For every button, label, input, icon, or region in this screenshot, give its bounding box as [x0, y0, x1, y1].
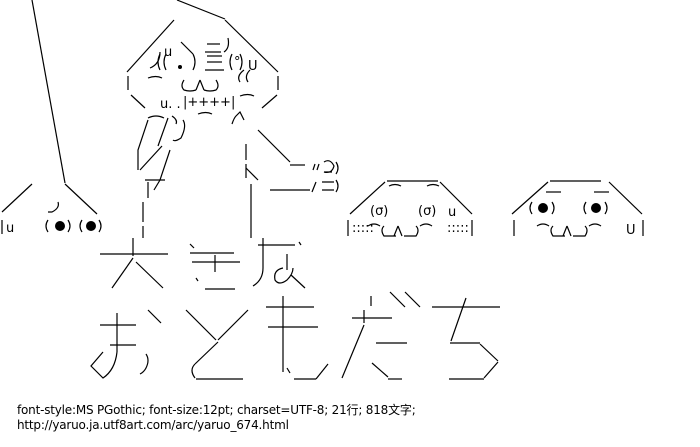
svg-text:°: ° [234, 55, 241, 70]
title-line-2-art [90, 291, 500, 380]
meta-caption: font-style:MS PGothic; font-size:12pt; c… [17, 403, 416, 417]
big-character-head: u U ° u. . |++++| [126, 0, 279, 112]
sweat-mark-right: U [248, 59, 258, 74]
sweat-mark: U [626, 223, 636, 238]
small-face-middle: (σ) (σ) u ::::: ::::: [347, 180, 473, 237]
svg-text::::::: ::::: [447, 221, 469, 236]
svg-text:(σ): (σ) [370, 204, 388, 219]
title-line-1-art [100, 238, 306, 290]
sweat-mark-left: u [164, 45, 172, 60]
svg-text:(σ): (σ) [418, 204, 436, 219]
small-face-left: u [1, 0, 102, 236]
svg-text::::::: ::::: [352, 221, 374, 236]
big-character-body [137, 110, 339, 238]
small-face-right: U [511, 180, 644, 238]
sweat-mark: u [448, 205, 456, 220]
source-url[interactable]: http://yaruo.ja.utf8art.com/arc/yaruo_67… [17, 418, 289, 432]
teeth: |++++| [183, 95, 235, 110]
sweat-mark: u [6, 221, 14, 236]
sweat-mouth: u. . [160, 97, 181, 112]
